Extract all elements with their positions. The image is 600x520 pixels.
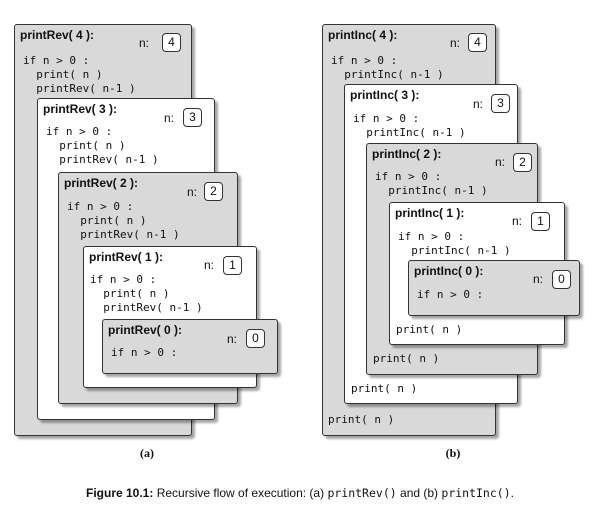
code-line: print( n ) <box>90 287 170 300</box>
code-line: print( n ) <box>46 139 126 152</box>
code-line: if n > 0 : <box>353 112 420 125</box>
code-line: printRev( n-1 ) <box>67 228 180 241</box>
n-label: n: <box>204 258 215 272</box>
frame-title: printInc( 4 ): <box>328 28 398 42</box>
frame-title: printRev( 3 ): <box>43 102 118 116</box>
frame-title: printInc( 1 ): <box>395 206 465 220</box>
frame-title: printRev( 1 ): <box>89 250 164 264</box>
caption-code: printInc() <box>441 486 511 500</box>
n-value-box: 3 <box>491 94 510 113</box>
code-line: print( n ) <box>328 413 395 426</box>
code-line: print( n ) <box>373 352 440 365</box>
caption-prefix: Figure 10.1: <box>86 486 154 500</box>
panel-a-label: (a) <box>140 446 154 460</box>
n-value-box: 4 <box>468 33 487 52</box>
figure-caption: Figure 10.1: Recursive flow of execution… <box>0 486 600 500</box>
n-value-box: 2 <box>204 182 223 201</box>
n-value-box: 3 <box>183 108 202 127</box>
code-line: if n > 0 : <box>111 346 178 359</box>
code-line: printInc( n-1 ) <box>353 126 466 139</box>
code-line: printInc( n-1 ) <box>398 244 511 257</box>
caption-code: printRev() <box>327 486 397 500</box>
frame-title: printInc( 0 ): <box>414 264 484 278</box>
n-label: n: <box>495 155 506 169</box>
code-line: if n > 0 : <box>398 230 465 243</box>
caption-text: Recursive flow of execution: (a) <box>153 486 328 500</box>
n-label: n: <box>533 272 544 286</box>
n-value-box: 1 <box>223 256 242 275</box>
frame-printrev-0: printRev( 0 ): n: 0 if n > 0 : <box>102 319 278 374</box>
code-line: if n > 0 : <box>417 288 484 301</box>
code-line: if n > 0 : <box>375 170 442 183</box>
code-line: print( n ) <box>351 382 418 395</box>
frame-title: printRev( 2 ): <box>64 176 139 190</box>
code-line: printInc( n-1 ) <box>331 68 444 81</box>
code-line: printRev( n-1 ) <box>46 153 159 166</box>
frame-title: printRev( 4 ): <box>20 28 95 42</box>
n-value-box: 4 <box>162 33 181 52</box>
n-label: n: <box>450 36 461 50</box>
code-line: if n > 0 : <box>67 200 134 213</box>
n-label: n: <box>512 214 523 228</box>
n-value-box: 0 <box>552 270 571 289</box>
n-value-box: 0 <box>246 329 265 348</box>
frame-title: printInc( 2 ): <box>372 147 442 161</box>
n-label: n: <box>473 97 484 111</box>
code-line: printRev( n-1 ) <box>23 82 136 95</box>
n-value-box: 2 <box>513 153 532 172</box>
panel-b-label: (b) <box>445 446 461 460</box>
frame-title: printRev( 0 ): <box>108 323 183 337</box>
caption-text: and (b) <box>396 486 442 500</box>
n-label: n: <box>139 36 150 50</box>
code-line: if n > 0 : <box>46 125 113 138</box>
n-label: n: <box>187 185 198 199</box>
code-line: if n > 0 : <box>90 273 157 286</box>
code-line: print( n ) <box>23 68 103 81</box>
caption-text: . <box>510 486 514 500</box>
n-label: n: <box>164 111 175 125</box>
frame-printinc-0: printInc( 0 ): n: 0 if n > 0 : <box>408 260 580 316</box>
code-line: print( n ) <box>67 214 147 227</box>
n-value-box: 1 <box>531 212 550 231</box>
n-label: n: <box>227 332 238 346</box>
code-line: print( n ) <box>396 323 463 336</box>
code-line: if n > 0 : <box>331 54 398 67</box>
code-line: if n > 0 : <box>23 54 90 67</box>
code-line: printRev( n-1 ) <box>90 301 203 314</box>
frame-title: printInc( 3 ): <box>350 88 420 102</box>
code-line: printInc( n-1 ) <box>375 184 488 197</box>
